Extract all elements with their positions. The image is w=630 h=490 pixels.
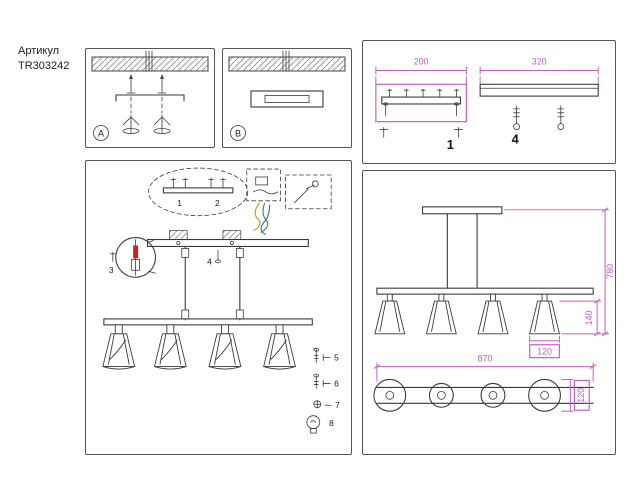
- lamp-shade: [477, 293, 509, 335]
- method-b-label: B: [235, 129, 241, 139]
- locking-detail-magnifier: [115, 236, 157, 278]
- mounting-screws-icon: [126, 74, 167, 94]
- cord-grips-icon: [513, 105, 565, 130]
- bottom-view: [373, 378, 594, 412]
- toggle-anchors-icon: [122, 114, 171, 134]
- part8-label: 8: [329, 418, 334, 428]
- part1-drawing: 200 1: [375, 57, 467, 152]
- part6-label: 6: [334, 378, 339, 388]
- lamp-shade: [154, 324, 187, 370]
- dim-140-lines: [559, 298, 602, 337]
- lamp-shade: [102, 324, 136, 370]
- part7-label: 7: [335, 400, 340, 410]
- mounting-inset-detail: 1 2: [148, 167, 249, 217]
- dim-780-label: 780: [605, 264, 615, 279]
- lamp-shade: [529, 293, 560, 335]
- lamp-shade: [263, 324, 296, 370]
- dim-320-label: 320: [532, 57, 547, 67]
- method-b-badge: B: [230, 125, 246, 141]
- canopy-bar: [421, 206, 503, 215]
- fixture-dimensions-diagram: 780 140 120 870: [373, 206, 615, 412]
- fixture-bar: [103, 318, 313, 326]
- dim-120-diameter-lines: [561, 378, 574, 412]
- wire-strands: [253, 202, 271, 236]
- part1-highlight-box: [375, 83, 467, 123]
- anchor-projection-lines: [130, 96, 163, 114]
- article-code: TR303242: [18, 59, 70, 72]
- assembly-diagram: 1 2: [102, 167, 340, 434]
- inset-part1-label: 1: [177, 198, 182, 208]
- part5-label: 5: [334, 353, 339, 363]
- locking-screw-highlight: [133, 245, 139, 259]
- fixture-bar: [376, 287, 594, 295]
- wiring-inset-detail: [246, 168, 332, 236]
- dim-120-diameter-box: [573, 379, 590, 411]
- hardware-parts-callouts: 5 6 7: [306, 347, 340, 434]
- mounting-bracket: [115, 94, 185, 102]
- panel-mounting-method-b: B: [222, 48, 352, 148]
- panel-assembly-steps: 1 2: [85, 160, 352, 455]
- part3-label: 3: [109, 265, 114, 275]
- part4-drawing: 320 4: [479, 57, 599, 146]
- ceiling-slab: [228, 50, 346, 72]
- ceiling-wires: [282, 50, 290, 72]
- bar-screws-icon: [383, 88, 459, 117]
- dim-320-lines: [479, 66, 599, 85]
- suspension-cables: [181, 245, 244, 321]
- bolt-7-icon: [313, 400, 322, 409]
- mounting-method-b-diagram: B: [228, 50, 346, 141]
- inset-part2-label: 2: [215, 198, 220, 208]
- lamp-shade: [426, 293, 457, 335]
- screw-5-icon: [313, 347, 320, 363]
- part3-callout: 3: [109, 252, 116, 275]
- screw-6-icon: [313, 373, 320, 389]
- lamp-shade: [374, 293, 406, 335]
- dim-140-label: 140: [584, 310, 594, 325]
- canopy-bar: [479, 83, 599, 97]
- dim-200-label: 200: [414, 57, 429, 67]
- anchor-bolts-icon: [379, 127, 463, 138]
- dim-200-lines: [375, 66, 467, 85]
- mounting-method-a-diagram: A: [91, 50, 209, 141]
- article-block: Артикул TR303242: [18, 44, 69, 74]
- ceiling-mount-bar: [146, 230, 309, 248]
- mounting-bar: [381, 96, 462, 105]
- part4-callout: 4: [207, 250, 221, 266]
- dim-780-lines: [503, 207, 610, 337]
- article-label: Артикул: [18, 45, 60, 57]
- part1-qty-label: 1: [447, 137, 454, 152]
- dim-120-shade-label: 120: [537, 347, 552, 357]
- method-a-badge: A: [93, 125, 109, 141]
- panel-mounting-method-a: A: [85, 48, 215, 148]
- ceiling-wires: [145, 50, 153, 72]
- dim-870-lines: [373, 362, 597, 382]
- part4-qty-label: 4: [512, 131, 520, 146]
- panel-fixture-dimensions: 780 140 120 870: [362, 170, 616, 455]
- canopy-plate: [250, 90, 324, 108]
- part4-label: 4: [207, 256, 212, 266]
- dim-120-shade-box: [529, 344, 561, 359]
- front-view: [374, 206, 594, 335]
- lamp-shade: [208, 324, 242, 370]
- parts-dimensions-diagram: 200 1: [375, 57, 599, 152]
- dim-120-diameter-label: 120: [576, 388, 586, 403]
- ceiling-slab: [91, 50, 209, 72]
- dim-120-shade-lines: [529, 335, 560, 343]
- bulb-8-icon: [306, 415, 321, 434]
- method-a-label: A: [98, 129, 104, 139]
- panel-parts-dimensions: 200 1: [362, 40, 616, 164]
- dim-870-label: 870: [478, 354, 493, 364]
- inset-screws-icon: [170, 177, 226, 189]
